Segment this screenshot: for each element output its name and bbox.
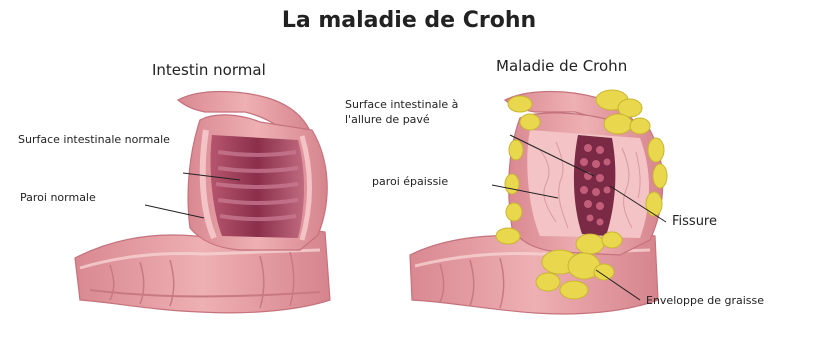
label-normal-wall: Paroi normale <box>20 190 96 205</box>
label-thickened-wall: paroi épaissie <box>372 174 448 189</box>
label-normal-surface: Surface intestinale normale <box>18 132 178 147</box>
normal-intestine <box>75 92 330 313</box>
label-fat-envelope: Enveloppe de graisse <box>646 293 764 308</box>
label-fissure: Fissure <box>672 214 717 229</box>
label-cobblestone-surface: Surface intestinale à l'allure de pavé <box>345 97 495 127</box>
